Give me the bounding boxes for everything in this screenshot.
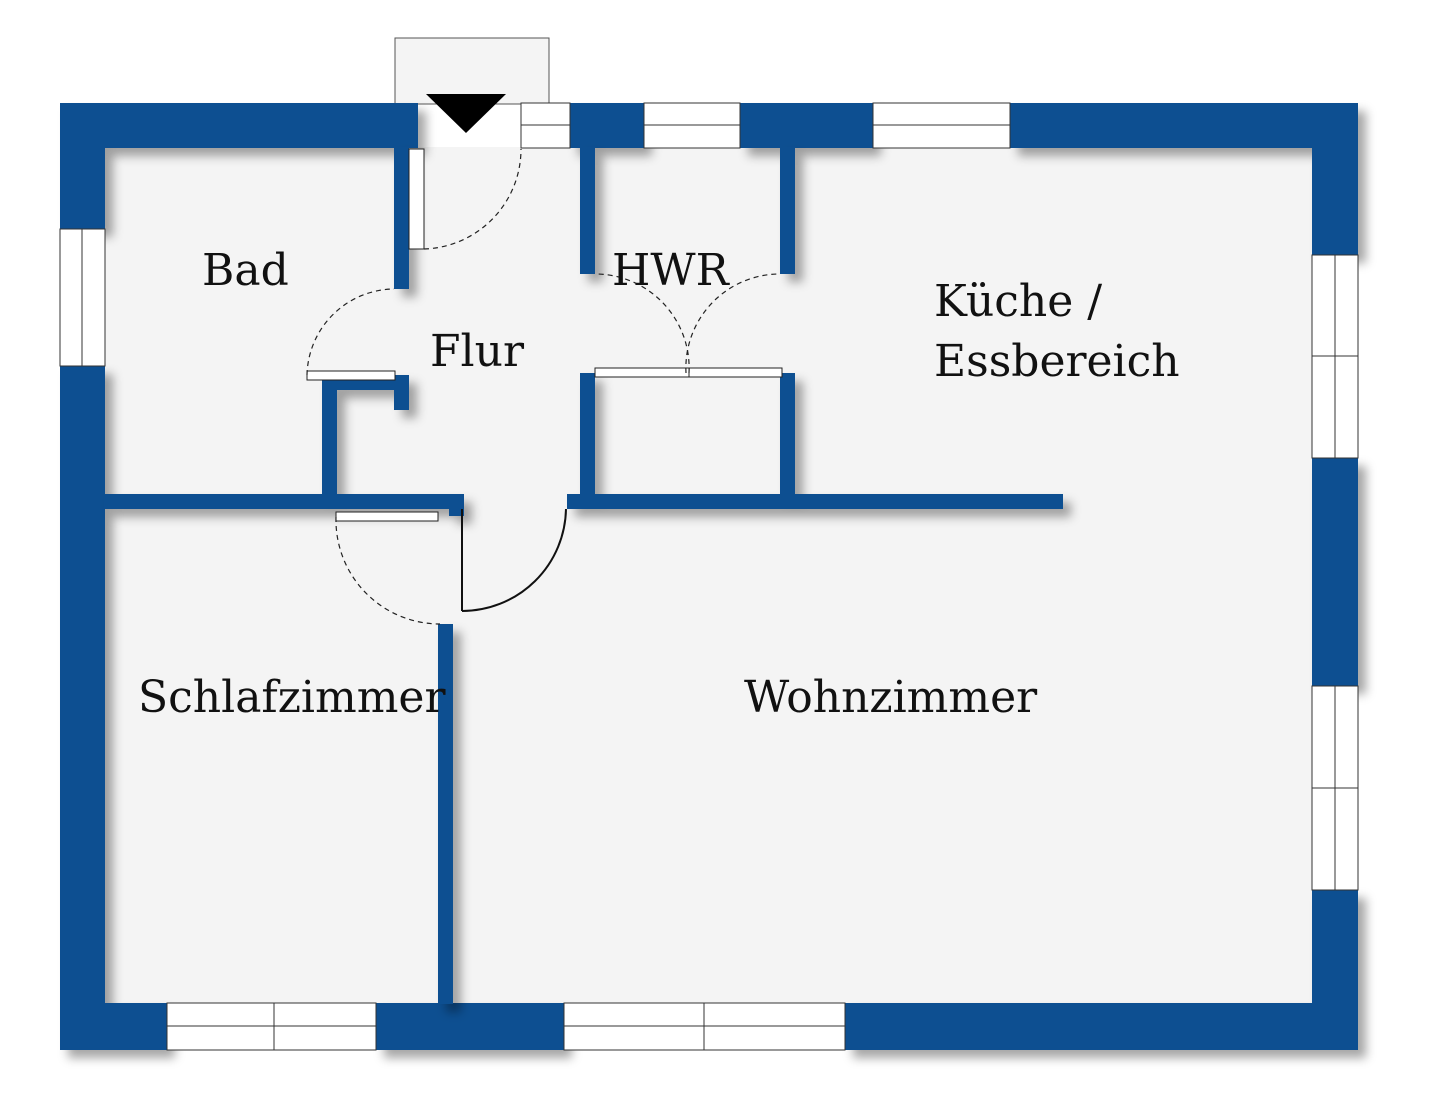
entrance-door-leaf [408,148,425,250]
entrance-porch [394,37,550,105]
room-label-schlafzimmer: Schlafzimmer [138,672,446,723]
hwr-door-swing-right [685,273,781,374]
entrance-door-swing [423,148,522,250]
hwr-door-leaf-left [594,367,690,378]
hwr-door-swing-left [594,273,690,374]
entrance-triangle-icon [426,94,506,133]
bad-door-swing [306,288,395,376]
doors [306,148,783,625]
floor-area [104,147,1312,1003]
hwr-door-leaf-right [688,367,783,378]
outer-walls [60,103,1358,1050]
schlafzimmer-door-swing [335,516,441,625]
room-label-bad: Bad [202,245,289,296]
room-label-kueche-line1: Küche / [934,276,1102,327]
room-label-hwr: HWR [612,245,731,296]
inner-walls [104,147,1063,1004]
windows [59,102,1359,1051]
schlafzimmer-door-leaf [335,511,439,522]
wohnzimmer-door-swing [461,508,567,612]
bad-door-leaf [306,370,396,381]
room-label-wohnzimmer: Wohnzimmer [744,672,1038,723]
room-label-flur: Flur [430,326,525,377]
room-label-kueche-line2: Essbereich [934,336,1180,387]
